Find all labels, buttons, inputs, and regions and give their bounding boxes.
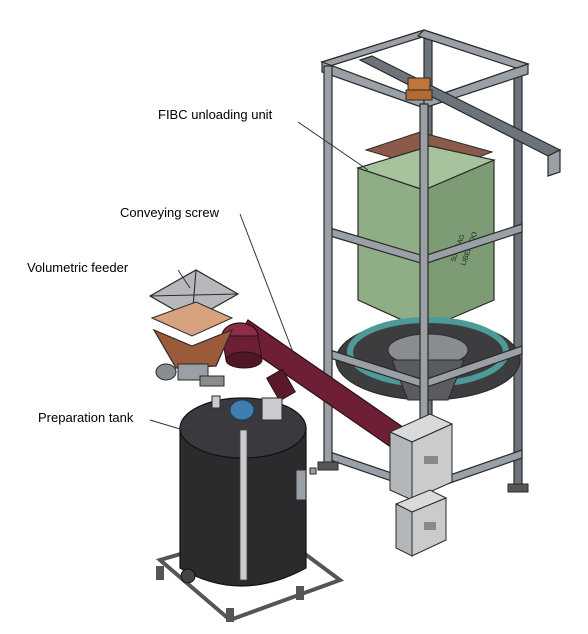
feeder-hopper (152, 328, 234, 369)
tank-vent (211, 395, 221, 409)
control-box-2-panel (424, 522, 436, 530)
screw-inlet-bottom (225, 351, 263, 369)
control-box-2-side (395, 503, 413, 557)
label-volumetric-feeder: Volumetric feeder (27, 260, 129, 275)
tank-inlet-nozzle (261, 397, 283, 421)
tank-stand-foot-2 (296, 586, 304, 600)
tank-side-fitting (295, 469, 307, 501)
frame-top-beam-2 (416, 29, 530, 71)
screw-outlet (266, 368, 296, 402)
label-conveying-screw: Conveying screw (120, 205, 220, 220)
volumetric-feeder (148, 269, 240, 387)
feeder-motor (155, 363, 177, 381)
frame-foot-3 (507, 483, 529, 493)
label-fibc-unloading-unit: FIBC unloading unit (158, 107, 273, 122)
control-box-1-side (389, 431, 413, 501)
feeder-grid (150, 301, 234, 337)
control-box-1-panel (424, 456, 438, 464)
feeder-outlet (199, 375, 225, 387)
fibc-frame (320, 29, 562, 491)
hoist-rail-end (547, 149, 561, 177)
control-boxes (388, 413, 454, 557)
fibc-frame-rails (317, 65, 529, 509)
hoist-rail (358, 55, 562, 157)
frame-foot-1 (317, 461, 339, 471)
conveying-screw (221, 319, 411, 453)
leader-feeder (177, 269, 191, 289)
leader-fibc (297, 121, 369, 171)
label-preparation-tank: Preparation tank (38, 410, 134, 425)
tank-stand-foot-1 (226, 608, 234, 622)
tank-stand-foot-3 (156, 566, 164, 580)
agitator-motor (229, 399, 255, 421)
tank-side-valve (309, 467, 317, 475)
preparation-tank (155, 395, 345, 623)
hoist-block (405, 89, 433, 101)
tank-pipe (239, 429, 248, 581)
tank-drain-valve (180, 568, 196, 584)
leader-lines (149, 121, 369, 433)
frame-top-beam-4 (423, 63, 529, 109)
leader-tank (149, 419, 191, 433)
leader-screw (239, 213, 297, 361)
